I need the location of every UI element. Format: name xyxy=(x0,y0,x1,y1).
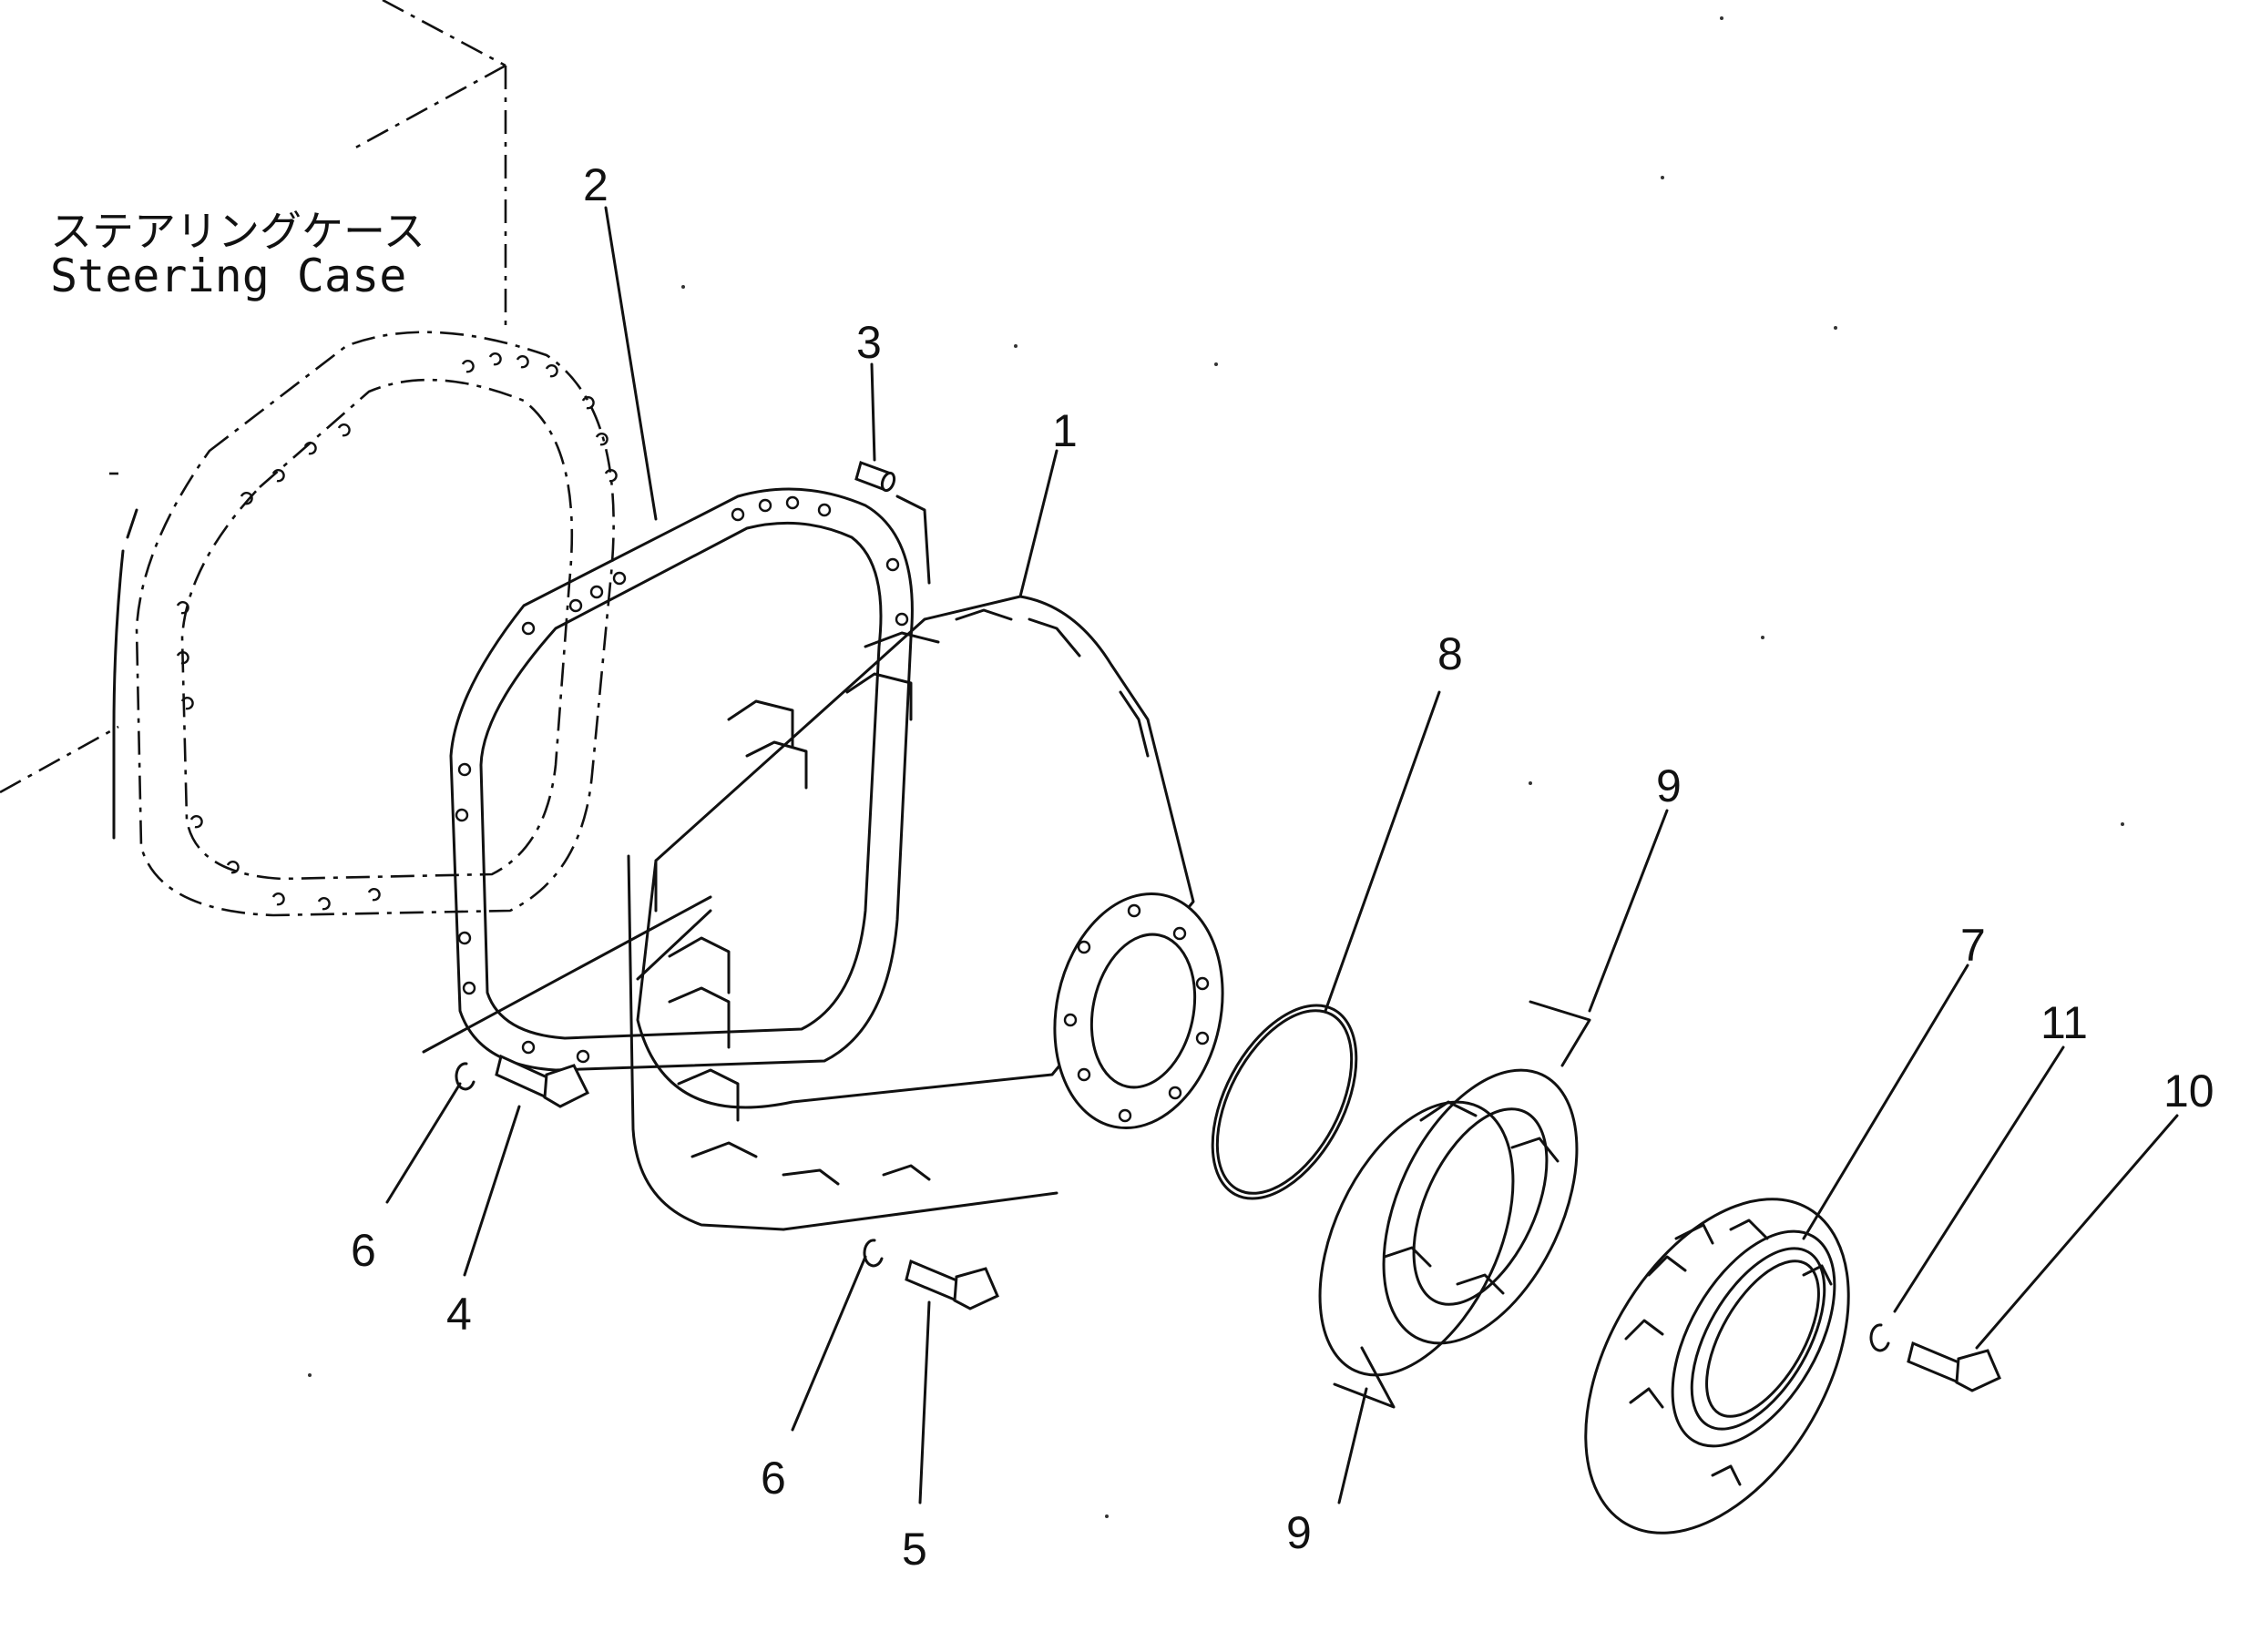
gasket-part xyxy=(449,487,931,1072)
steering-case-outline xyxy=(0,0,618,917)
callout-9-bottom: 9 xyxy=(1286,1507,1312,1558)
callout-9-top: 9 xyxy=(1656,760,1682,811)
bolt-4 xyxy=(495,1054,590,1108)
leader-lines xyxy=(385,206,2179,1504)
steering-case-label-en: Steering Case xyxy=(50,250,406,302)
steering-case-bolt-holes xyxy=(176,352,618,911)
bolt-5 xyxy=(905,1259,999,1310)
callout-7: 7 xyxy=(1960,920,1986,971)
washer-6a xyxy=(455,1062,476,1091)
housing-part xyxy=(627,595,1224,1231)
steering-case-label-jp: ステアリングケース xyxy=(50,207,425,256)
callout-8: 8 xyxy=(1437,628,1463,679)
washer-6b xyxy=(863,1239,884,1268)
scan-speckles xyxy=(308,16,2124,1518)
callout-11: 11 xyxy=(2040,997,2088,1048)
dowel-pin-part xyxy=(854,461,896,493)
callout-3: 3 xyxy=(856,317,882,368)
seal-part xyxy=(1318,1000,1591,1409)
callout-6-center: 6 xyxy=(761,1453,786,1504)
callout-6-left: 6 xyxy=(351,1225,376,1276)
washer-11 xyxy=(1869,1323,1890,1352)
cover-part xyxy=(1584,1198,1850,1535)
callout-1: 1 xyxy=(1052,405,1078,456)
callout-2: 2 xyxy=(583,159,609,210)
callout-4: 4 xyxy=(446,1289,472,1340)
callout-5: 5 xyxy=(902,1524,927,1575)
o-ring-part xyxy=(1211,1004,1358,1200)
callout-10: 10 xyxy=(2163,1066,2214,1117)
bolt-10 xyxy=(1907,1341,2001,1392)
